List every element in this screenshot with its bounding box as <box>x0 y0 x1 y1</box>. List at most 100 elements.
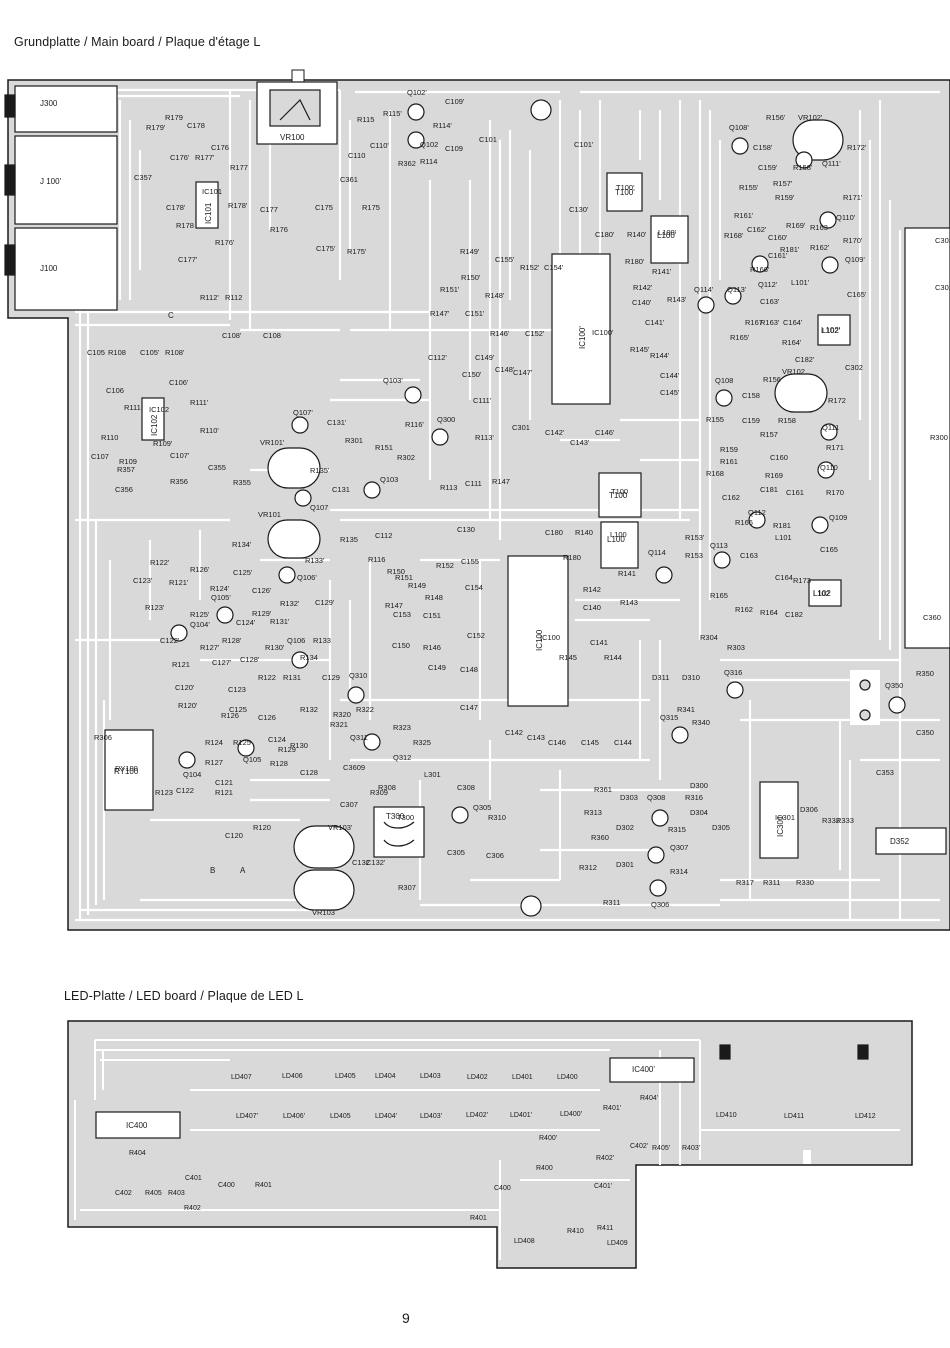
component-label: R302 <box>397 453 415 462</box>
component-label: C149 <box>428 663 446 672</box>
component-label: T100' <box>616 183 635 192</box>
component-label: Q114 <box>648 548 666 557</box>
component-label: R127 <box>205 758 223 767</box>
led-component-label: LD404' <box>375 1113 397 1120</box>
component-label: R157 <box>760 430 778 439</box>
component-label: R150 <box>387 567 405 576</box>
trimmer-vr101-prime <box>267 447 321 489</box>
component-label: C178 <box>187 121 205 130</box>
component-label: R123 <box>155 788 173 797</box>
component-label: R176 <box>270 225 288 234</box>
component-label: C143 <box>527 733 545 742</box>
component-label: C124' <box>236 618 256 627</box>
component-label: Q108 <box>715 376 733 385</box>
component-label: Q109' <box>845 255 865 264</box>
component-label: R112' <box>200 293 219 302</box>
component-label: R168 <box>706 469 724 478</box>
component-label: Q307 <box>670 843 688 852</box>
component-label: R164 <box>760 608 778 617</box>
main-board-outline <box>7 79 950 931</box>
component-label: C182' <box>795 355 815 364</box>
component-label: T100 <box>611 487 628 496</box>
led-component-label: LD410 <box>716 1112 737 1119</box>
component-label: C306 <box>486 851 504 860</box>
component-label: R312 <box>579 863 597 872</box>
led-component-label: R404' <box>640 1095 658 1102</box>
component-label: C121 <box>215 778 233 787</box>
component-label: L101 <box>775 533 792 542</box>
coil-l102-prime <box>817 314 851 346</box>
component-label: Q316 <box>724 668 742 677</box>
component-label: R142 <box>583 585 601 594</box>
component-label: D306 <box>800 805 818 814</box>
component-label: R124 <box>205 738 223 747</box>
component-label: R330 <box>796 878 814 887</box>
component-label: C165 <box>820 545 838 554</box>
component-label: D304 <box>690 808 708 817</box>
component-label: C126 <box>258 713 276 722</box>
component-label: R162' <box>810 243 830 252</box>
component-label: R177 <box>230 163 248 172</box>
component-label: R131' <box>270 617 290 626</box>
component-label: R116' <box>405 420 424 429</box>
page-number: 9 <box>402 1310 410 1326</box>
component-label: R306 <box>94 733 112 742</box>
coil-l102-prime-label: L102' <box>821 326 841 335</box>
component-label: R110 <box>101 433 118 442</box>
ic400-prime <box>609 1057 695 1083</box>
component-label: R170' <box>843 236 863 245</box>
ic102 <box>141 397 165 441</box>
component-label: R323 <box>393 723 411 732</box>
trimmer-vr103 <box>293 869 355 911</box>
component-label: R158 <box>778 416 796 425</box>
component-label: C301 <box>512 423 530 432</box>
component-label: Q305 <box>473 803 491 812</box>
component-label: C3609 <box>343 763 365 772</box>
component-label: R321 <box>330 720 348 729</box>
ic100-prime-label: IC100' <box>578 326 587 349</box>
component-label: VR103 <box>312 908 335 917</box>
component-label: IC102 <box>149 405 169 414</box>
component-label: Q106' <box>297 573 317 582</box>
component-label: Q315 <box>660 713 678 722</box>
component-label: R333 <box>836 816 854 825</box>
trimmer-vr101 <box>267 519 321 559</box>
led-component-label: LD409 <box>607 1240 628 1247</box>
component-label: R151 <box>375 443 393 452</box>
component-label: R145 <box>559 653 577 662</box>
component-label: C142' <box>545 428 565 437</box>
component-label: Q103 <box>380 475 398 484</box>
component-label: C159 <box>742 416 760 425</box>
component-label: C122' <box>160 636 180 645</box>
component-label: R125 <box>233 738 251 747</box>
component-label: C176' <box>170 153 190 162</box>
ic101 <box>195 181 219 229</box>
trimmer-vr100-label: VR100 <box>280 133 305 142</box>
ic101-label: IC101 <box>204 202 213 224</box>
component-label: Q111 <box>822 423 839 432</box>
component-label: R121 <box>215 788 233 797</box>
component-label: C302 <box>935 283 950 292</box>
component-label: R134' <box>232 540 252 549</box>
component-label: Q312 <box>393 753 411 762</box>
component-label: R308 <box>378 783 396 792</box>
connector-j100-label: J100 <box>40 264 58 273</box>
component-label: L100 <box>610 530 627 539</box>
led-component-label: LD406' <box>283 1113 305 1120</box>
component-label: R170 <box>826 488 844 497</box>
component-label: L101' <box>791 278 810 287</box>
trimmer-vr102-prime <box>792 119 844 161</box>
trace-group <box>75 88 940 922</box>
component-label: Q109 <box>829 513 847 522</box>
component-label: C144 <box>614 738 632 747</box>
led-component-label: R402' <box>596 1155 614 1162</box>
led-board-title: LED-Platte / LED board / Plaque de LED L <box>64 989 304 1003</box>
component-label: Q110' <box>836 213 856 222</box>
main-board-title: Grundplatte / Main board / Plaque d'étag… <box>14 35 261 49</box>
component-label: C152 <box>467 631 485 640</box>
component-label: R115' <box>383 109 402 118</box>
component-label: R111 <box>124 403 141 412</box>
component-label: D305 <box>712 823 730 832</box>
component-label: R322 <box>356 705 374 714</box>
